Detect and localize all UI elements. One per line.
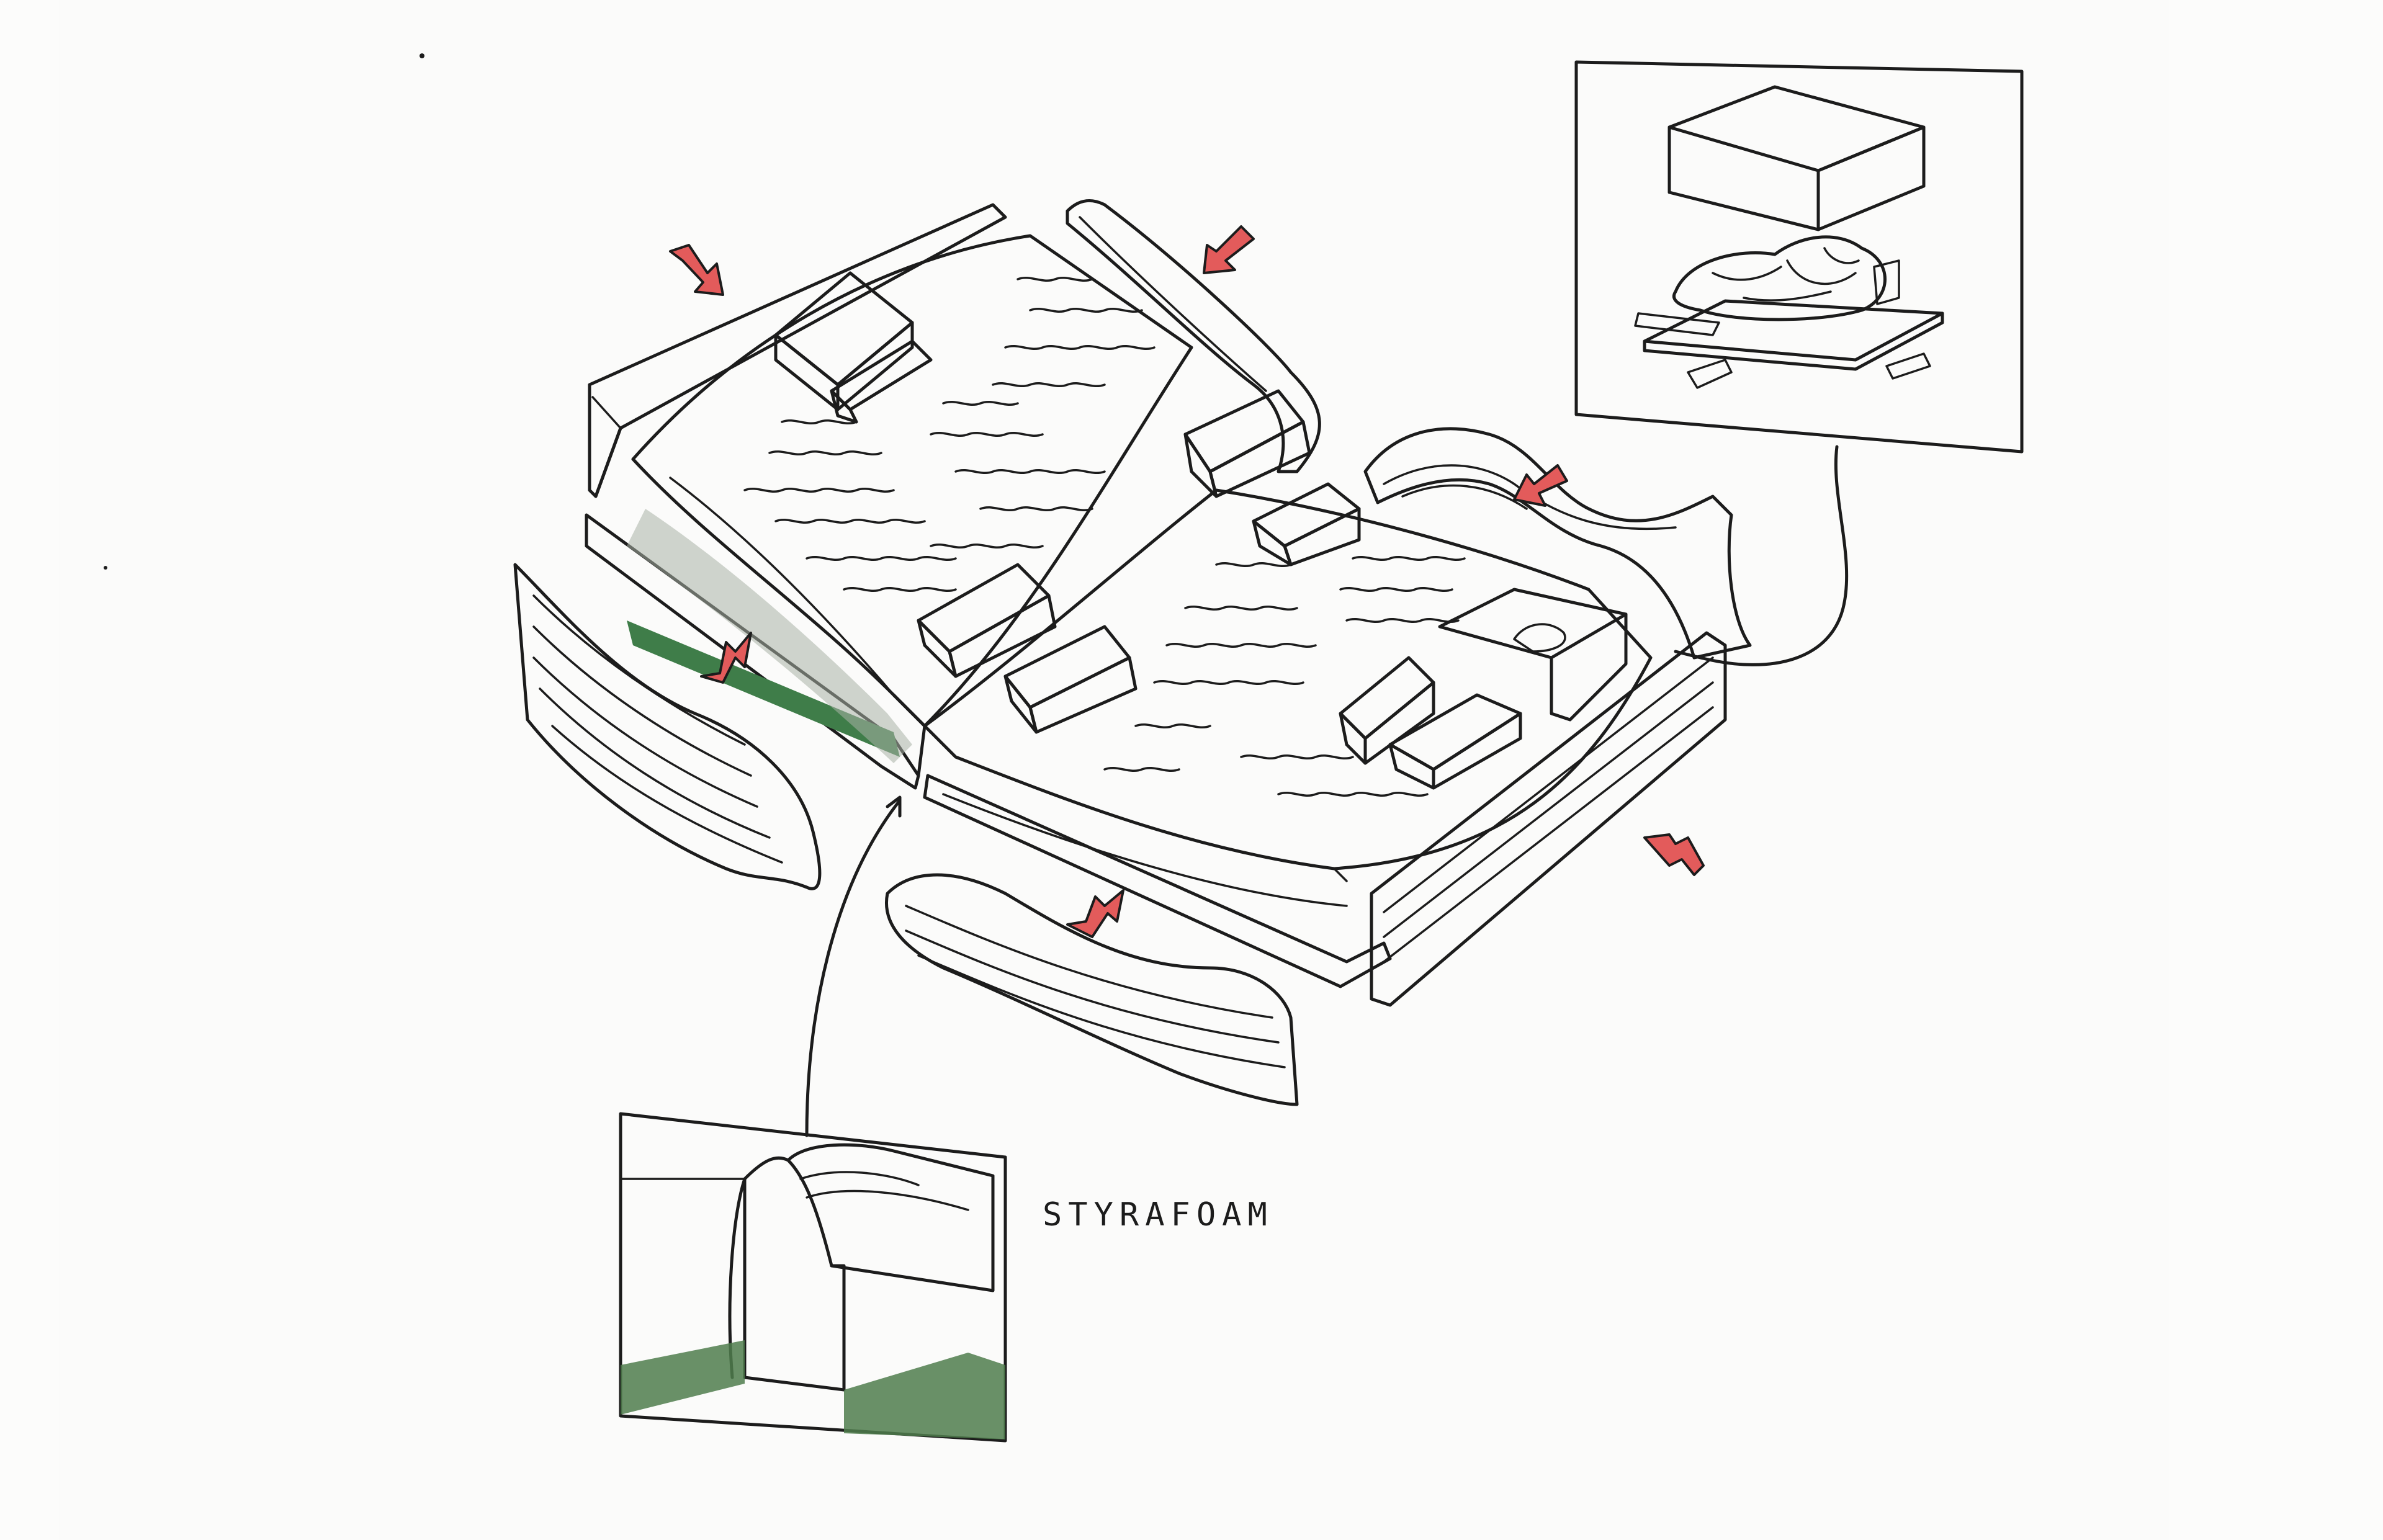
tape-strip-bottom-right [1885,352,1931,380]
arrow-top-left [669,244,724,296]
inset-box-packaging [1574,60,2024,454]
book-cover-left-bottom [627,620,900,757]
mini-book-green [1388,693,1522,790]
arrow-bottom-center [1066,889,1124,938]
page-right-text [1103,555,1466,797]
mini-books [774,271,1522,790]
styrafoam-label: STYRAFOAM [1043,1196,1273,1233]
mini-book-yellow [830,339,933,424]
tape-strip-right [1873,259,1900,305]
page-edge-lines-left [532,594,783,864]
mini-book-blue [1183,389,1311,498]
arrow-left-middle [700,632,752,684]
cutout-figure [1513,623,1566,653]
ink-dot [104,566,107,570]
tape-strip-bottom-left [1687,359,1733,389]
panel-top-curve [1066,199,1321,473]
wrapped-bundle [1672,235,1887,321]
page-left-text [743,276,1156,593]
arrow-top-center [1203,225,1255,274]
mini-book-red [917,563,1057,678]
arrow-right-upper [1513,464,1568,507]
assembly-arrows [669,225,1705,938]
inset-connector-line [1674,445,1849,666]
panel-bottom-page-edge [885,873,1299,1106]
styrafoam-pointer-line [805,799,902,1137]
open-book [585,234,1653,988]
page-edge-lines-right [1383,656,1714,963]
styrafoam-block [743,1156,846,1392]
page-edge-lines-bottom [905,905,1286,1068]
mini-book-light-green [1339,656,1435,765]
book-page-left [631,234,1193,728]
mini-book-light-blue [1252,482,1361,566]
tape-strip-left [1634,312,1720,336]
book-cover-right [923,774,1392,988]
arrow-bottom-right [1643,833,1705,876]
paper-sheet [59,0,2169,1540]
panel-right-page-edge [1370,631,1727,1007]
panel-right-wave [1363,427,1752,660]
book-gutter-wash [627,509,912,763]
inset-styrafoam [619,1112,1007,1443]
ink-dot [420,53,424,58]
mini-book-purple [1003,625,1138,734]
